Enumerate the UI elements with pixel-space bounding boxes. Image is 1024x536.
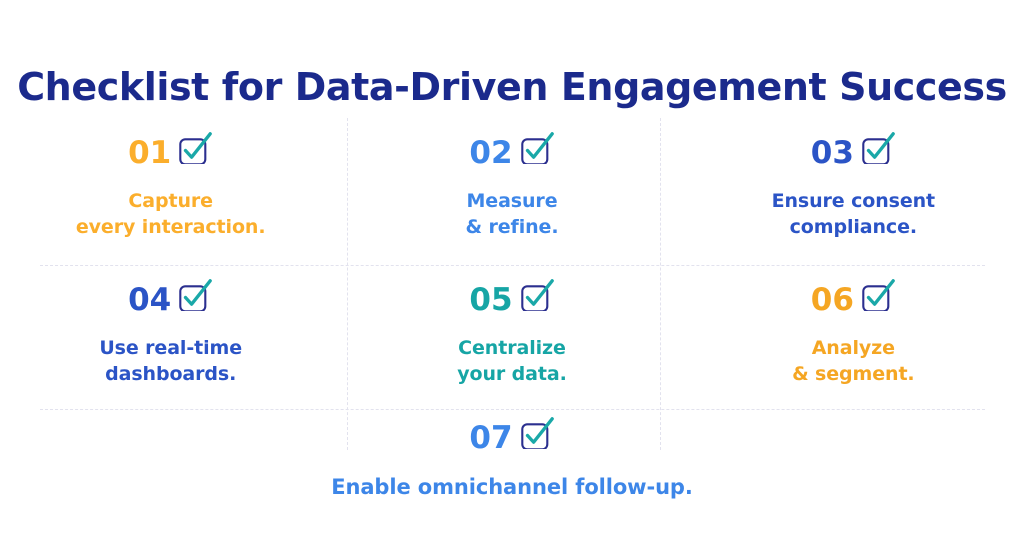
checklist-row: 07 Enable omnichannel follow-up. (0, 409, 1024, 529)
checklist-item-01: 01 Capture every interaction. (0, 118, 341, 265)
item-header: 02 (469, 132, 554, 176)
item-label: Use real-time dashboards. (99, 337, 243, 385)
checklist-item-04: 04 Use real-time dashboards. (0, 265, 341, 409)
item-header: 05 (469, 279, 554, 323)
vertical-divider-1 (347, 118, 348, 450)
checklist-item-02: 02 Measure & refine. (341, 118, 682, 265)
item-label: Enable omnichannel follow-up. (331, 475, 693, 499)
item-number: 01 (128, 135, 172, 171)
item-label: Ensure consent compliance. (771, 190, 936, 238)
checklist-item-06: 06 Analyze & segment. (683, 265, 1024, 409)
item-header: 06 (810, 279, 896, 323)
checklist-row: 01 Capture every interaction. 02 (0, 118, 1024, 265)
checkbox-checked-icon (179, 279, 213, 315)
item-label: Centralize your data. (457, 337, 567, 385)
item-number: 06 (810, 282, 854, 318)
checkbox-checked-icon (520, 132, 555, 168)
page-title: Checklist for Data-Driven Engagement Suc… (17, 65, 1007, 110)
vertical-divider-2 (660, 118, 661, 450)
item-number: 04 (128, 282, 172, 318)
checkbox-checked-icon (520, 417, 555, 453)
checkbox-checked-icon (862, 132, 896, 168)
item-label: Capture every interaction. (75, 190, 266, 238)
horizontal-divider-1 (40, 265, 985, 266)
item-number: 03 (810, 135, 854, 171)
checklist-item-07: 07 Enable omnichannel follow-up. (0, 409, 1024, 529)
checklist-item-03: 03 Ensure consent compliance. (683, 118, 1024, 265)
item-header: 01 (128, 132, 213, 176)
item-header: 03 (810, 132, 896, 176)
item-label: Measure & refine. (465, 190, 559, 238)
checkbox-checked-icon (179, 132, 213, 168)
checklist-item-05: 05 Centralize your data. (341, 265, 682, 409)
item-label: Analyze & segment. (792, 337, 915, 385)
checkbox-checked-icon (862, 279, 896, 315)
item-number: 07 (469, 420, 513, 456)
item-number: 02 (469, 135, 513, 171)
checklist-row: 04 Use real-time dashboards. 05 (0, 265, 1024, 409)
horizontal-divider-2 (40, 409, 985, 410)
item-header: 04 (128, 279, 213, 323)
item-number: 05 (469, 282, 513, 318)
item-header: 07 (469, 417, 554, 461)
checkbox-checked-icon (520, 279, 555, 315)
checklist-grid: 01 Capture every interaction. 02 (0, 118, 1024, 529)
